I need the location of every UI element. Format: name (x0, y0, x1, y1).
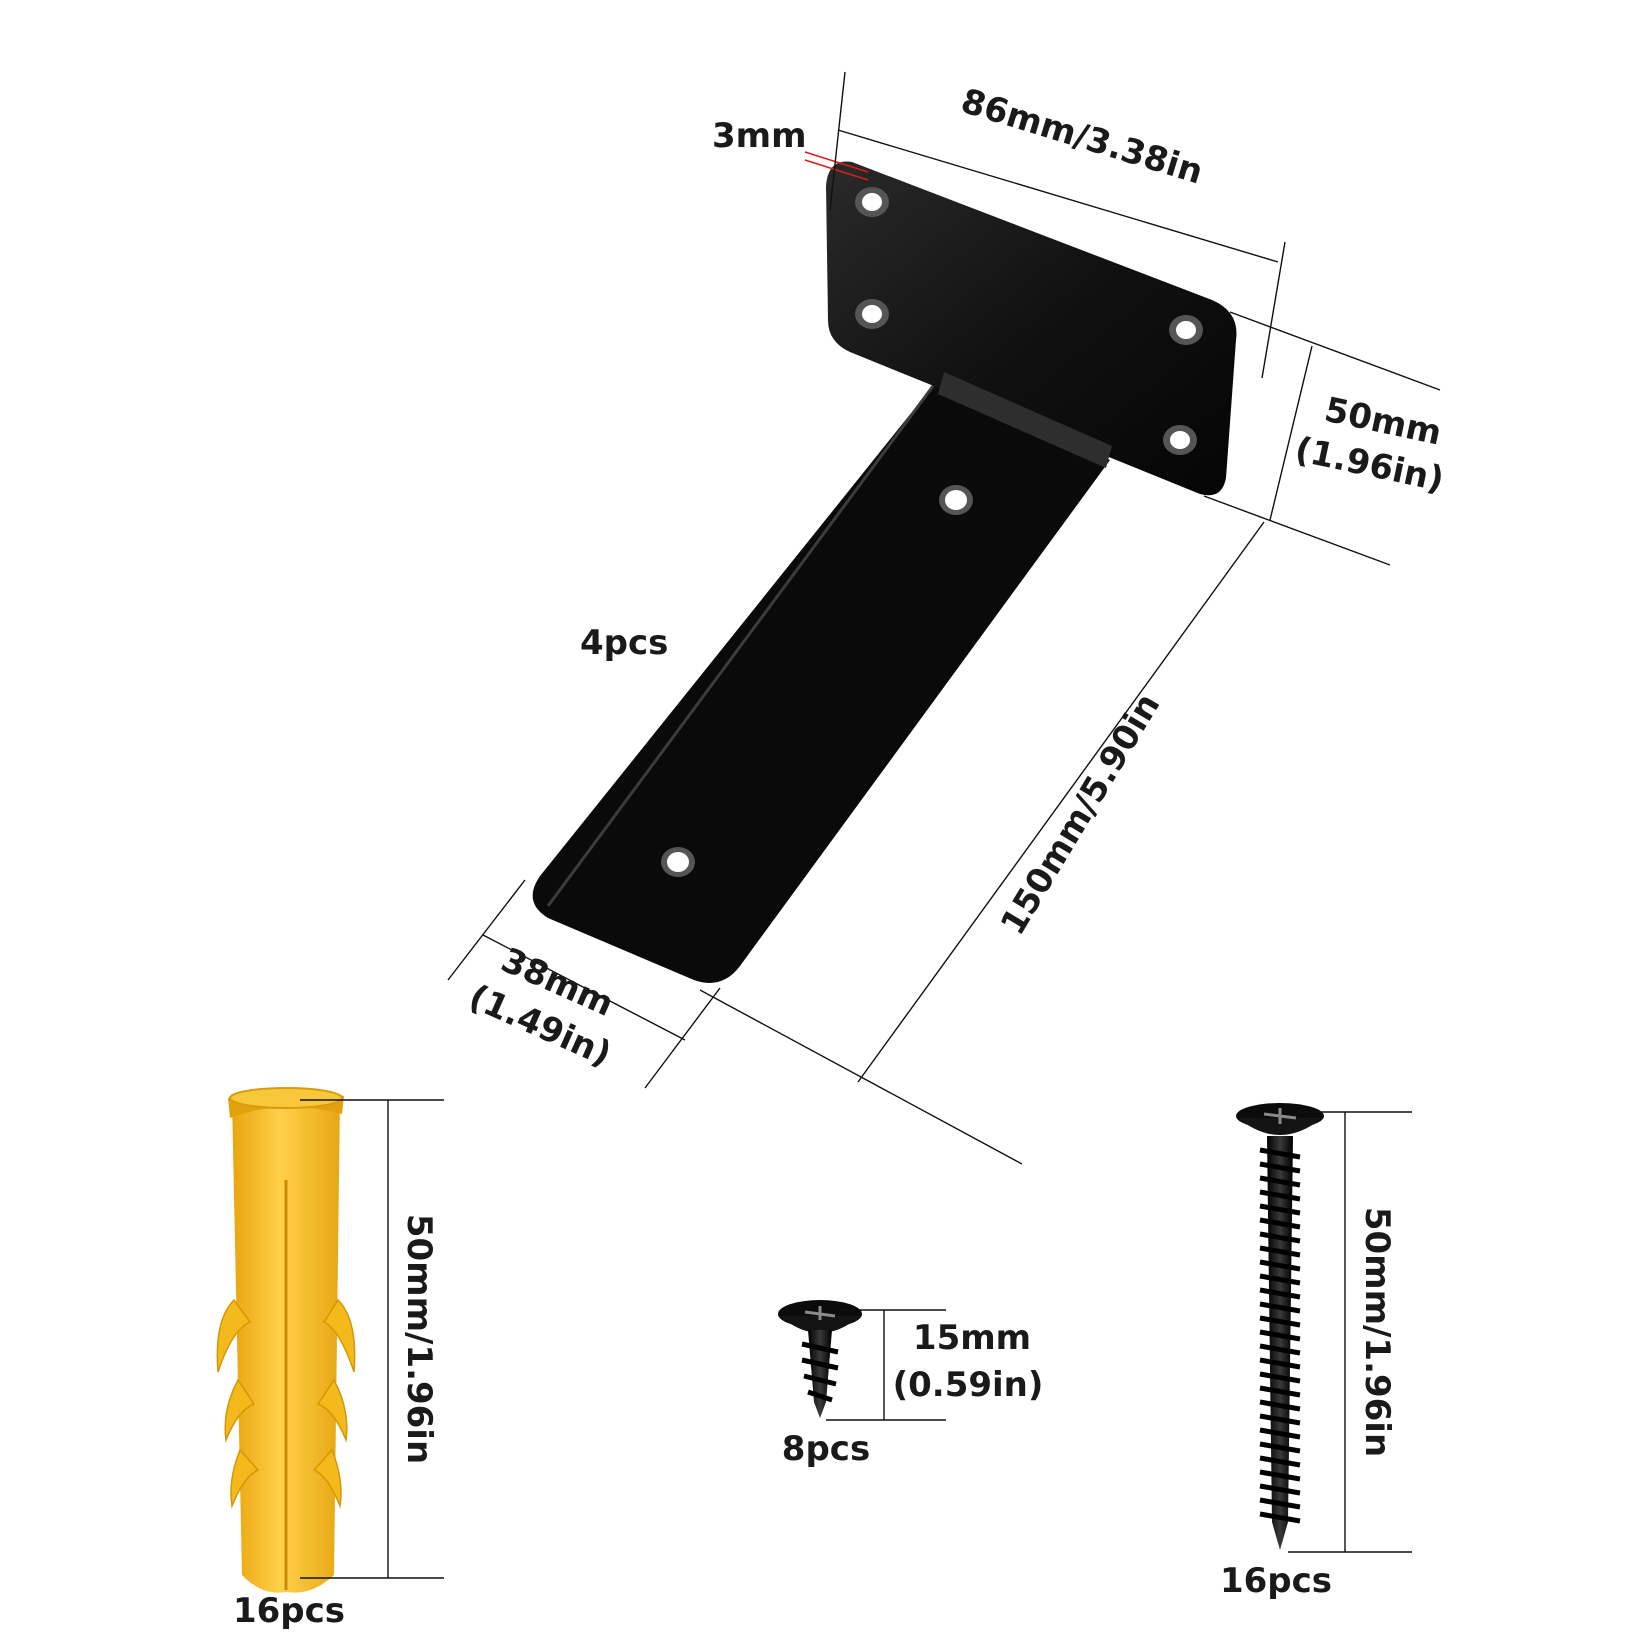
bracket-mounting-plate (826, 161, 1237, 496)
anchor-dimension-lines (300, 1099, 444, 1579)
screw-thread (1259, 1469, 1301, 1482)
wall-anchor (216, 1087, 356, 1593)
screw-thread (1259, 1511, 1301, 1524)
screw-thread (1259, 1217, 1301, 1230)
screw-thread (1259, 1161, 1301, 1174)
long-screw-length-label: 50mm/1.96in (1357, 1207, 1397, 1457)
plate-screw-hole (855, 299, 889, 329)
screw-thread (1259, 1259, 1301, 1272)
bracket-quantity-label: 4pcs (580, 623, 668, 663)
screw-thread (1259, 1273, 1301, 1286)
long-screw (1236, 1103, 1324, 1550)
thickness-marker (804, 151, 869, 173)
anchor-fin (230, 1448, 260, 1509)
plate-screw-hole (1169, 315, 1203, 345)
plate-screw-hole (1163, 425, 1197, 455)
anchor-fin (316, 1378, 348, 1443)
screw-thread (1259, 1245, 1301, 1258)
anchor-fin (312, 1448, 342, 1509)
screw-thread (1259, 1455, 1301, 1468)
short-screw-length-label-in: (0.59in) (893, 1365, 1044, 1405)
screw-thread (1259, 1343, 1301, 1356)
thickness-marker (804, 159, 869, 181)
shelf-bracket (532, 161, 1237, 983)
plate-width-label: 86mm/3.38in (956, 81, 1207, 192)
arm-length-label: 150mm/5.90in (993, 687, 1168, 942)
screw-thread (1259, 1189, 1301, 1202)
long-screw-quantity-label: 16pcs (1220, 1561, 1332, 1601)
anchor-fin (216, 1298, 252, 1373)
plate-screw-hole (855, 187, 889, 217)
screw-thread (1259, 1315, 1301, 1328)
screw-thread (1259, 1371, 1301, 1384)
screw-thread (1259, 1231, 1301, 1244)
thickness-label: 3mm (712, 116, 807, 156)
phillips-cross-icon (804, 1306, 836, 1320)
short-screw (778, 1300, 862, 1418)
short-screw-length-label-mm: 15mm (913, 1318, 1031, 1358)
short-screw-quantity-label: 8pcs (782, 1429, 870, 1469)
screw-thread (1259, 1413, 1301, 1426)
anchor-length-label: 50mm/1.96in (399, 1214, 439, 1464)
screw-thread (1259, 1399, 1301, 1412)
long-screw-dimension-lines (1288, 1111, 1412, 1553)
screw-thread (1259, 1441, 1301, 1454)
anchor-quantity-label: 16pcs (233, 1591, 345, 1631)
short-screw-dimension-lines (826, 1309, 946, 1421)
arm-screw-hole (939, 485, 973, 515)
screw-thread (1259, 1287, 1301, 1300)
screw-thread (1259, 1357, 1301, 1370)
phillips-cross-icon (1263, 1108, 1297, 1124)
screw-thread (1259, 1483, 1301, 1496)
anchor-fin (224, 1378, 256, 1443)
screw-thread (1259, 1203, 1301, 1216)
arm-screw-hole (661, 847, 695, 877)
screw-thread (1259, 1497, 1301, 1510)
screw-thread (1259, 1147, 1301, 1160)
bracket-arm (532, 382, 1110, 983)
screw-thread (1259, 1385, 1301, 1398)
screw-thread (1259, 1329, 1301, 1342)
bracket-dimension-lines (447, 71, 1441, 1165)
anchor-fin (322, 1298, 356, 1373)
screw-thread (1259, 1175, 1301, 1188)
screw-thread (1259, 1301, 1301, 1314)
screw-shank (808, 1330, 832, 1418)
screw-thread (1259, 1427, 1301, 1440)
